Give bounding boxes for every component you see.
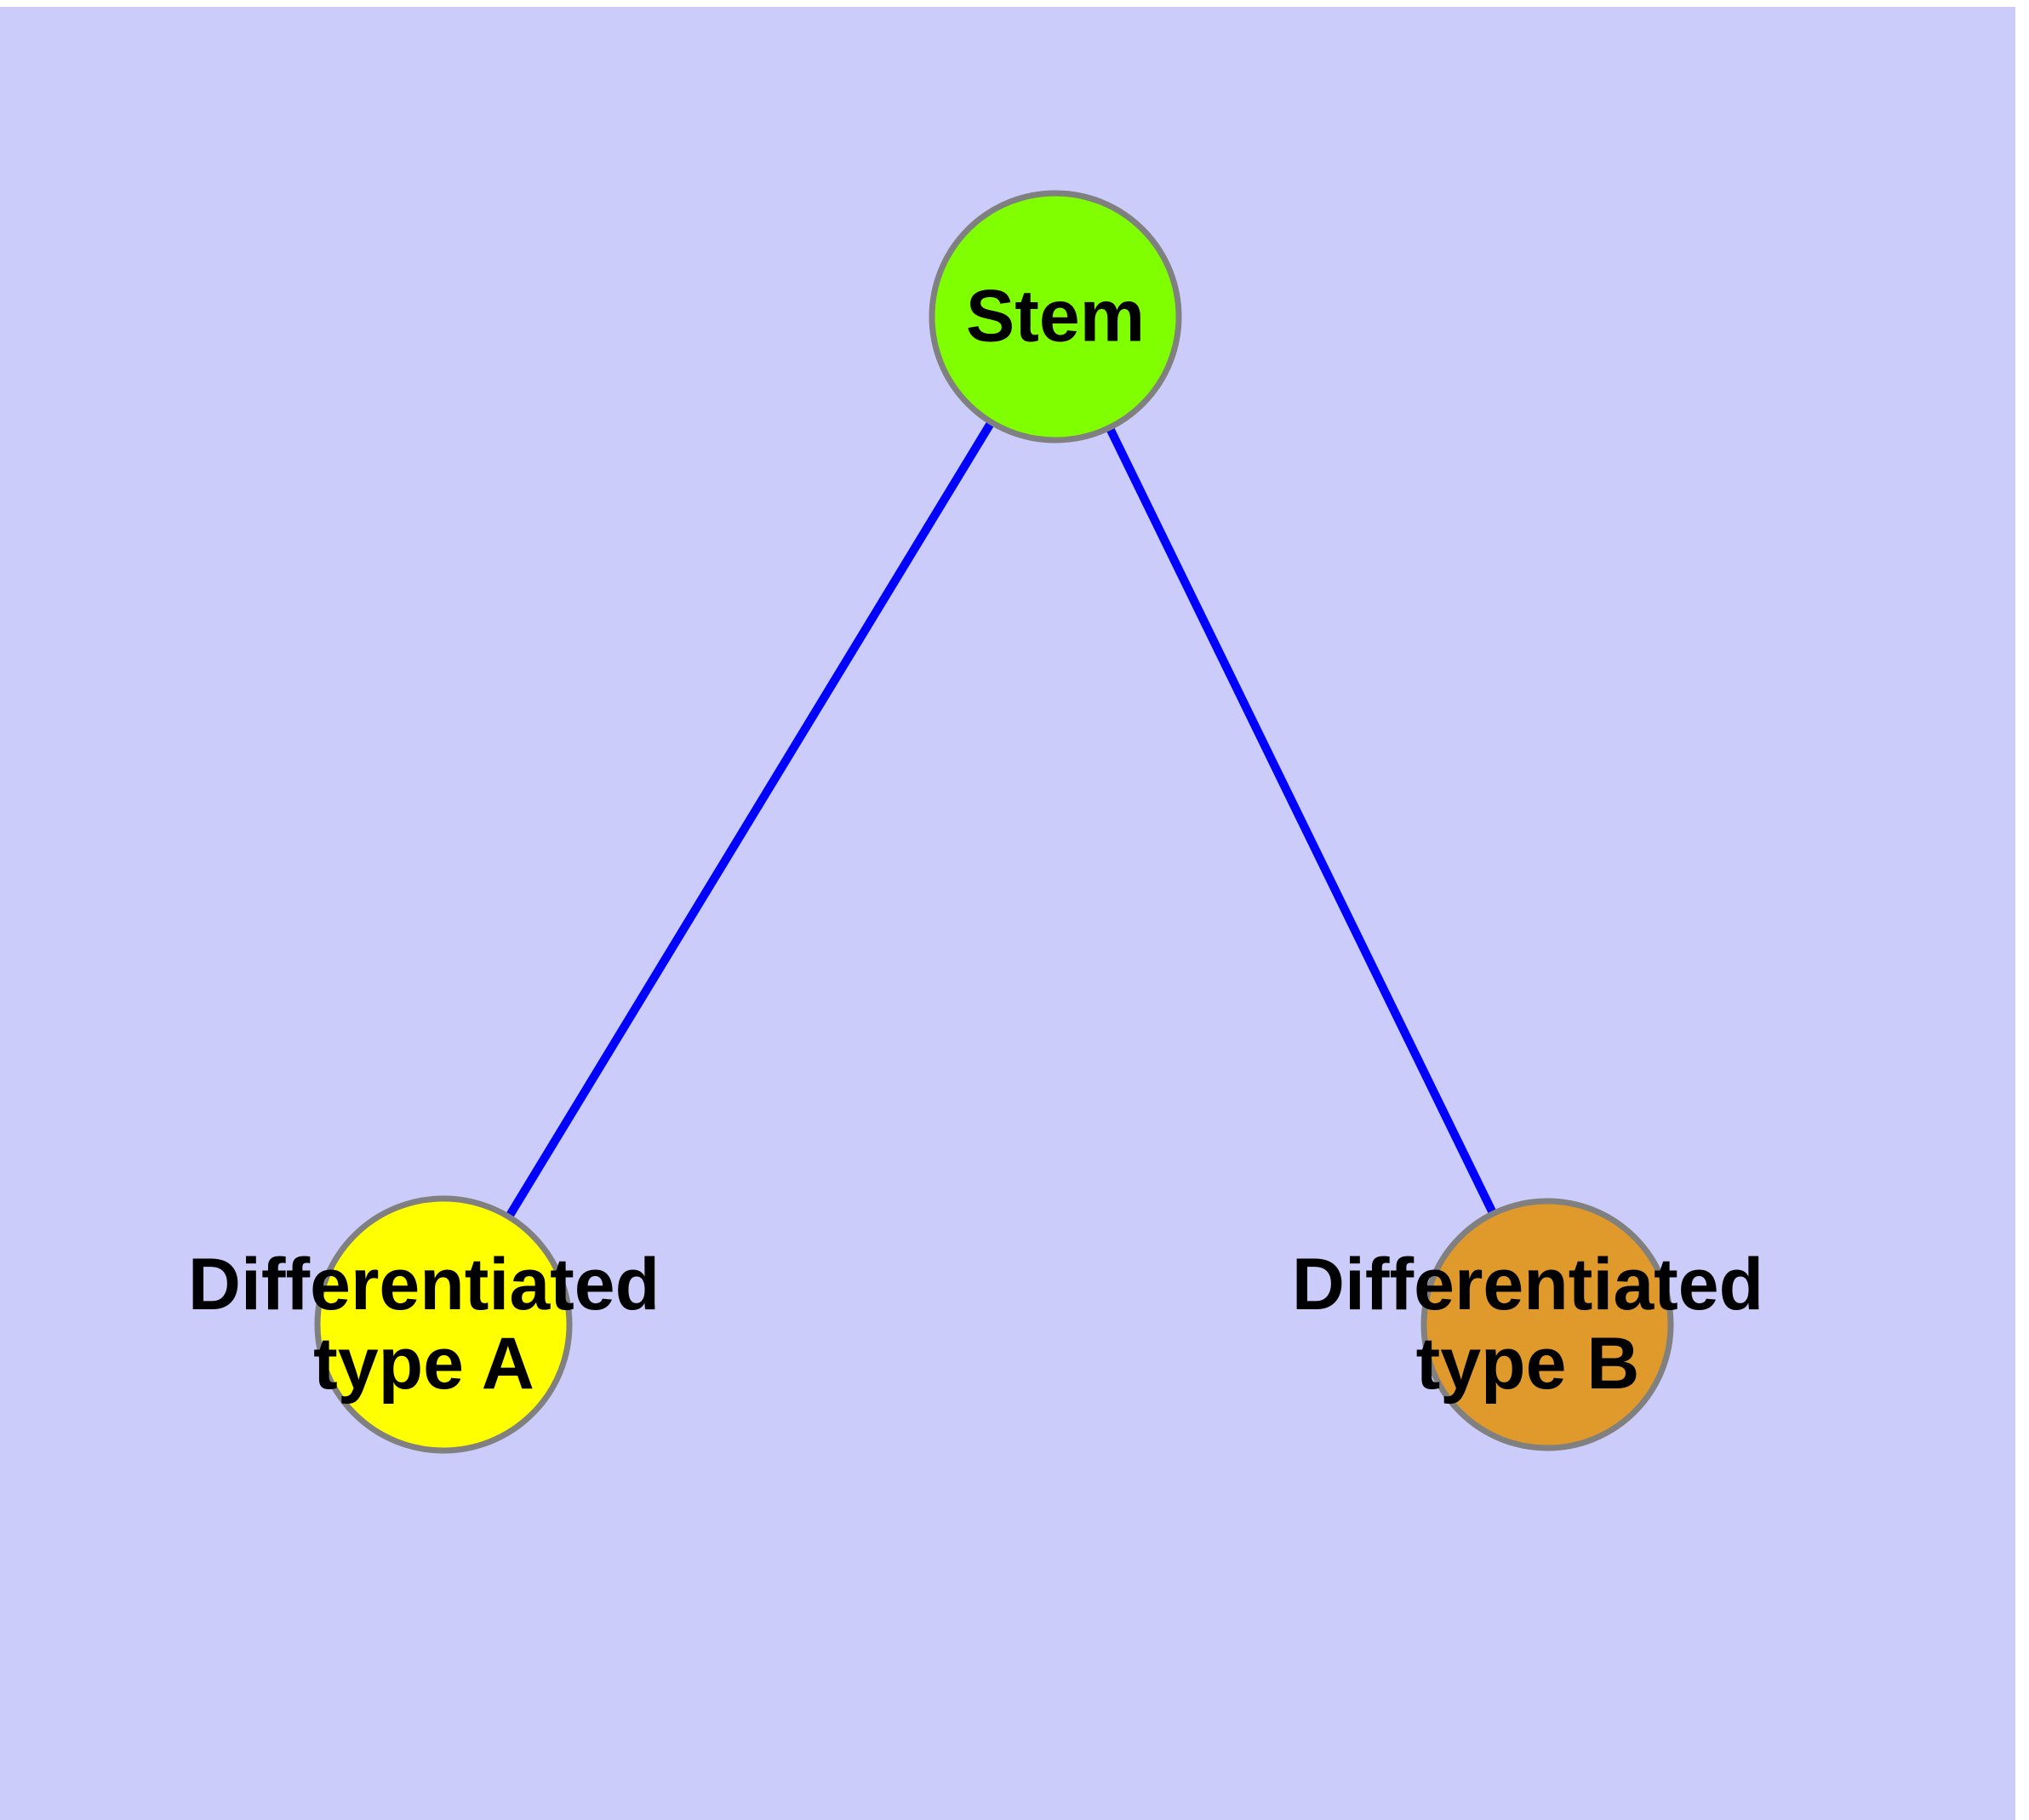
node-group [314, 190, 1674, 1454]
node-differentiated-type-a[interactable] [314, 1195, 573, 1454]
edge-stem-to-differentiated-type-b[interactable] [1104, 422, 1499, 1219]
node-differentiated-type-b[interactable] [1420, 1198, 1674, 1451]
node-stem[interactable] [929, 190, 1182, 444]
edge-group [503, 416, 1499, 1222]
edge-stem-to-differentiated-type-a[interactable] [503, 416, 997, 1222]
